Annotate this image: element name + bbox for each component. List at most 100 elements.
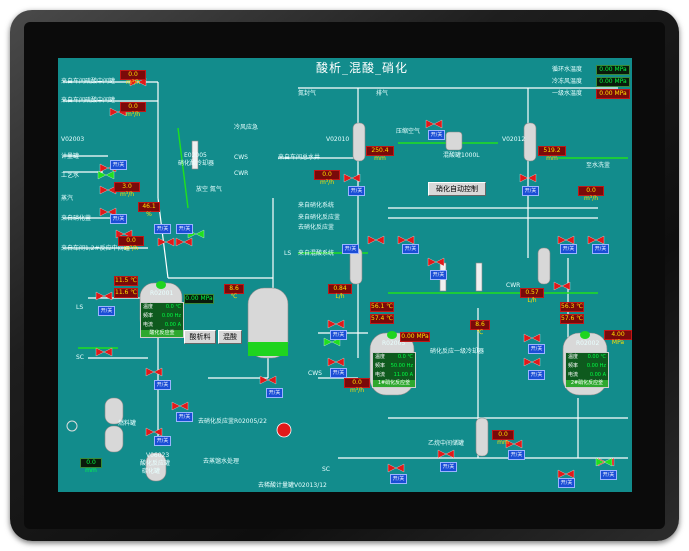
label-v02010: V02010: [326, 136, 350, 143]
valve-toggle-11[interactable]: 开/关: [348, 186, 365, 196]
label-from-mixed-acid: 来自混酸系统: [298, 250, 335, 257]
readout-level-2: 519.2 mm: [538, 146, 566, 162]
tank-v02008: [247, 287, 289, 359]
valve-toggle-13[interactable]: 开/关: [342, 244, 359, 254]
r3-row-current-value: 0.00 A: [589, 372, 606, 378]
nitration-auto-button[interactable]: 硝化自动控制: [428, 182, 486, 196]
label-process-water: 工艺水: [61, 172, 80, 179]
valve-toggle-21[interactable]: 开/关: [528, 370, 545, 380]
label-to-water: 去蒸馏水处理: [203, 458, 240, 465]
acid-feed-button[interactable]: 酸析料: [184, 330, 216, 344]
label-steam: 蒸汽: [61, 195, 74, 202]
label-v06023: V06023: [146, 452, 170, 459]
label-fuel-tank: 燃料罐: [118, 420, 137, 427]
readout-tr-2: 0.00 MPa: [596, 77, 630, 87]
label-exhaust: 排气: [376, 90, 389, 97]
readout-level-4: 0.0 mm: [80, 458, 102, 474]
label-to-dilute: 去稀酸计量罐V02013/12: [258, 482, 327, 489]
r2-foot: 1#硝化反应釜: [373, 380, 415, 387]
label-carbon-tank: 碳化罐: [142, 468, 161, 475]
valve-toggle-18[interactable]: 开/关: [330, 330, 347, 340]
valve-toggle-2[interactable]: 开/关: [110, 214, 127, 224]
legend-cooling-water: 循环水温度: [552, 66, 583, 73]
label-cwr-2: CWR: [506, 282, 521, 289]
readout-flow-1: 0.0 m³/h: [120, 70, 146, 86]
label-ls-2: LS: [284, 250, 292, 257]
tank-v02010: [352, 122, 366, 162]
r1-row-temp-value: 0.0 ℃: [165, 304, 181, 310]
label-metering-tank: 计量罐: [61, 153, 80, 160]
readout-flow-8: 0.0 m³/h: [344, 378, 370, 394]
valve-toggle-5[interactable]: 开/关: [98, 306, 115, 316]
valve-toggle-25[interactable]: 开/关: [558, 478, 575, 488]
valve-toggle-8[interactable]: 开/关: [176, 412, 193, 422]
r1-row-current-value: 0.00 A: [164, 322, 181, 328]
label-r02002: R02002: [576, 340, 600, 347]
label-from-intermediate: 来自车间1,2#反应中间罐: [61, 245, 130, 252]
valve-toggle-3[interactable]: 开/关: [154, 224, 171, 234]
pump-icon: [276, 422, 292, 438]
label-vent-n2: 放空 氮气: [196, 186, 222, 193]
readout-temp-3: 8.6 ℃: [224, 284, 244, 300]
valve-toggle-24[interactable]: 开/关: [508, 450, 525, 460]
label-acid-tank: 酸化反应罐: [140, 460, 171, 467]
label-sulfuric-in-2: 来自车间硫酸中间罐: [61, 97, 116, 104]
valve-toggle-4[interactable]: 开/关: [176, 224, 193, 234]
valve-toggle-14[interactable]: 开/关: [402, 244, 419, 254]
heat-exchanger-e02005: [191, 140, 199, 170]
r1-row-freq-value: 0.00 Hz: [161, 313, 181, 319]
label-sc-1: SC: [76, 354, 84, 361]
readout-tr-3: 0.00 MPa: [596, 89, 630, 99]
valve-toggle-7[interactable]: 开/关: [154, 436, 171, 446]
r3-row-temp-value: 0.00 ℃: [587, 354, 606, 360]
valve-toggle-15[interactable]: 开/关: [430, 270, 447, 280]
readout-temp-6: 8.6 ℃: [470, 320, 490, 336]
valve-toggle-10[interactable]: 开/关: [428, 130, 445, 140]
valve-toggle-17[interactable]: 开/关: [592, 244, 609, 254]
valve-toggle-19[interactable]: 开/关: [330, 368, 347, 378]
r3-row-freq-label: 频率: [568, 363, 579, 369]
label-n2-seal: 氮封气: [298, 90, 317, 97]
readout-temp-2: 11.6 ℃: [114, 288, 138, 298]
label-mixed-acid-tank: 混酸罐1000L: [443, 152, 480, 159]
r1-row-current-label: 电流: [143, 322, 154, 328]
page-title: 酸析_混酸_硝化: [316, 61, 409, 75]
valve-toggle-22[interactable]: 开/关: [390, 474, 407, 484]
readout-flow-3: 3.0 m³/h: [114, 182, 140, 198]
readout-temp-5: 57.4 ℃: [370, 314, 394, 324]
valve-toggle-12[interactable]: 开/关: [522, 186, 539, 196]
valve-toggle-23[interactable]: 开/关: [440, 462, 457, 472]
label-sulfuric-in-1: 来自车间硫酸中间罐: [61, 78, 116, 85]
valve-toggle-9[interactable]: 开/关: [266, 388, 283, 398]
label-v02012: V02012: [502, 136, 526, 143]
label-cwr-1: CWR: [234, 170, 249, 177]
valve-toggle-26[interactable]: 开/关: [600, 470, 617, 480]
r2-row-temp-value: 0.0 ℃: [397, 354, 413, 360]
scada-screen: 酸析_混酸_硝化 来自车间硫酸中间罐 来自车间硫酸中间罐 V02003 计量罐 …: [58, 58, 632, 492]
tank-v02013: [537, 247, 551, 285]
label-from-well: 来自车间总水井: [278, 154, 321, 161]
label-ls-1: LS: [76, 304, 84, 311]
label-v02003: V02003: [61, 136, 85, 143]
r2-row-freq-label: 频率: [375, 363, 386, 369]
label-to-reactor-2: 去硝化反应釜: [298, 224, 335, 231]
label-cws-1: CWS: [234, 154, 248, 161]
label-cws-2: CWS: [308, 370, 322, 377]
label-e02005: E02005: [184, 152, 207, 159]
readout-pressure-1: 0.00 MPa: [184, 294, 214, 304]
valve-toggle-1[interactable]: 开/关: [110, 160, 127, 170]
tank-v02011: [475, 417, 489, 457]
valve-toggle-16[interactable]: 开/关: [560, 244, 577, 254]
valve-toggle-6[interactable]: 开/关: [154, 380, 171, 390]
legend-primary-water: 一级水温度: [552, 90, 583, 97]
readout-flow-7: 0.57 L/h: [520, 288, 544, 304]
label-sc-2: SC: [322, 466, 330, 473]
readout-flow-9: 0.0 m³/h: [578, 186, 604, 202]
readout-flow-2: 0.0 m³/h: [120, 102, 146, 118]
mixed-acid-button[interactable]: 混酸: [218, 330, 242, 344]
label-from-nitration: 来自硝化釜: [61, 215, 92, 222]
process-diagram: [63, 77, 628, 482]
r2-row-current-label: 电流: [375, 372, 386, 378]
valve-toggle-20[interactable]: 开/关: [528, 344, 545, 354]
